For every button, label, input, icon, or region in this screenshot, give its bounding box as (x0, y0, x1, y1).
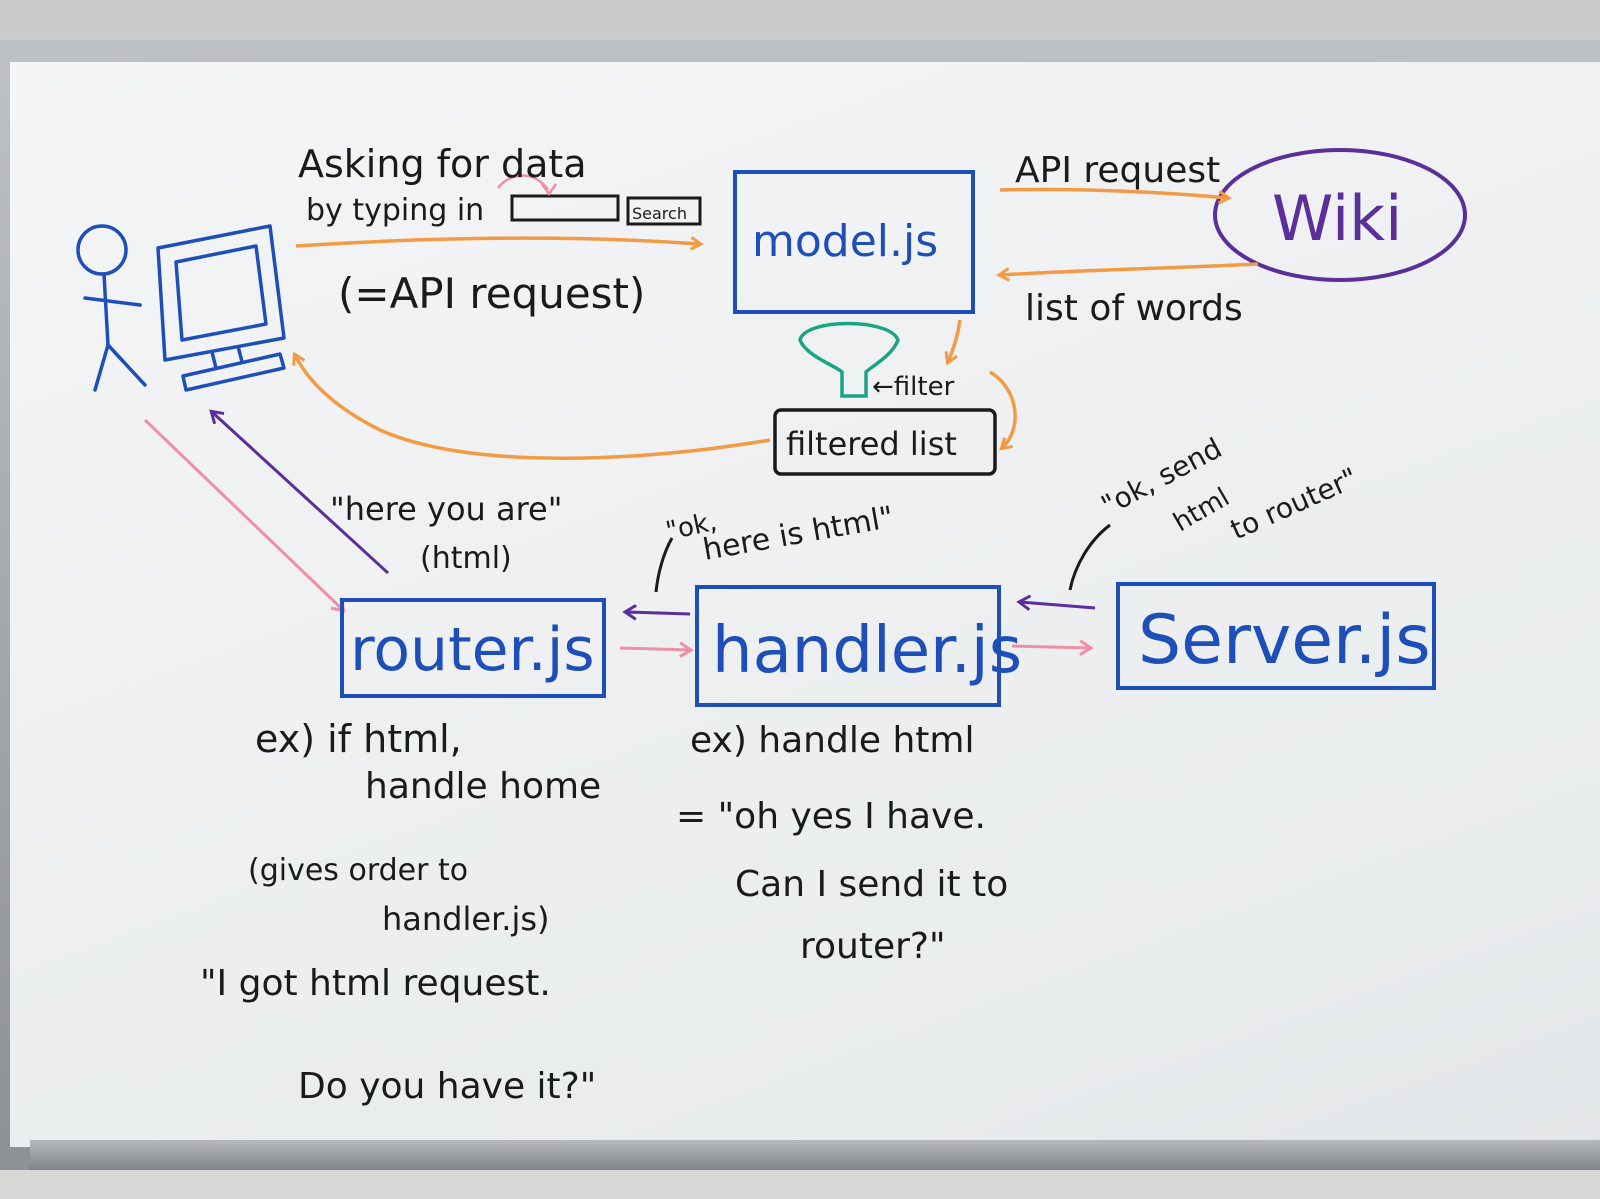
pointer-ok-send (1068, 523, 1111, 591)
asking-for-data-line1: Asking for data (298, 142, 587, 186)
pointer-ok-here (654, 537, 674, 593)
arrow-router-to-computer (212, 412, 390, 575)
router-note-order-line2: handler.js) (382, 900, 550, 938)
wiki-label: Wiki (1272, 182, 1402, 255)
arrow-handler-to-server (1011, 646, 1090, 648)
stick-figure-icon (76, 224, 147, 392)
here-you-are-label: "here you are" (330, 490, 562, 528)
model-js-label: model.js (752, 216, 938, 267)
router-note-order-line1: (gives order to (248, 853, 468, 888)
server-js-label: Server.js (1138, 601, 1431, 680)
handler-note-ex-line1: ex) handle html (690, 720, 974, 761)
ok-send-line2: html (1169, 482, 1235, 538)
ok-send-line3: to router" (1225, 461, 1362, 546)
handler-js-box (695, 585, 1001, 707)
wiki-ellipse (1213, 148, 1467, 282)
asking-for-data-line2: by typing in (306, 193, 484, 228)
router-note-quote-line1: "I got html request. (200, 963, 551, 1004)
marker-tray (30, 1140, 1600, 1170)
ok-here-line2: here is html" (700, 500, 896, 568)
filtered-list-box (773, 408, 997, 476)
model-js-box (733, 170, 975, 314)
arrow-wiki-to-model (1000, 262, 1259, 275)
router-note-quote-line2: Do you have it?" (298, 1066, 596, 1107)
arrow-filter-to-list (989, 370, 1017, 448)
handler-note-quote-line3: router?" (800, 926, 946, 967)
router-js-label: router.js (350, 615, 595, 685)
list-of-words-label: list of words (1025, 288, 1243, 329)
filter-funnel-icon (798, 321, 900, 398)
computer-monitor-icon (156, 224, 286, 392)
arrow-model-to-wiki (999, 187, 1228, 198)
here-you-are-html-label: (html) (420, 541, 512, 576)
router-note-ex-line2: handle home (365, 766, 601, 807)
handler-js-label: handler.js (712, 614, 1022, 688)
whiteboard-surface (10, 62, 1600, 1147)
arrow-model-to-filter (948, 319, 962, 362)
search-button-label: Search (632, 204, 687, 223)
arrow-router-to-handler (619, 648, 690, 650)
filtered-list-label: filtered list (786, 425, 957, 463)
handler-note-quote-line2: Can I send it to (735, 864, 1008, 905)
arrow-computer-to-model (295, 238, 700, 246)
arrow-list-to-computer (295, 355, 771, 460)
arrow-user-to-router (143, 418, 343, 610)
arrow-handler-to-router (626, 612, 691, 614)
filter-label: ←filter (872, 372, 955, 402)
api-request-label: API request (1015, 150, 1220, 191)
api-request-paren-label: (=API request) (338, 269, 645, 318)
router-note-ex-line1: ex) if html, (255, 717, 462, 761)
arrow-server-to-handler (1020, 602, 1096, 608)
router-js-box (340, 598, 606, 698)
search-box-icon (497, 174, 702, 226)
server-js-box (1116, 582, 1436, 690)
handler-note-quote-line1: = "oh yes I have. (676, 796, 986, 837)
